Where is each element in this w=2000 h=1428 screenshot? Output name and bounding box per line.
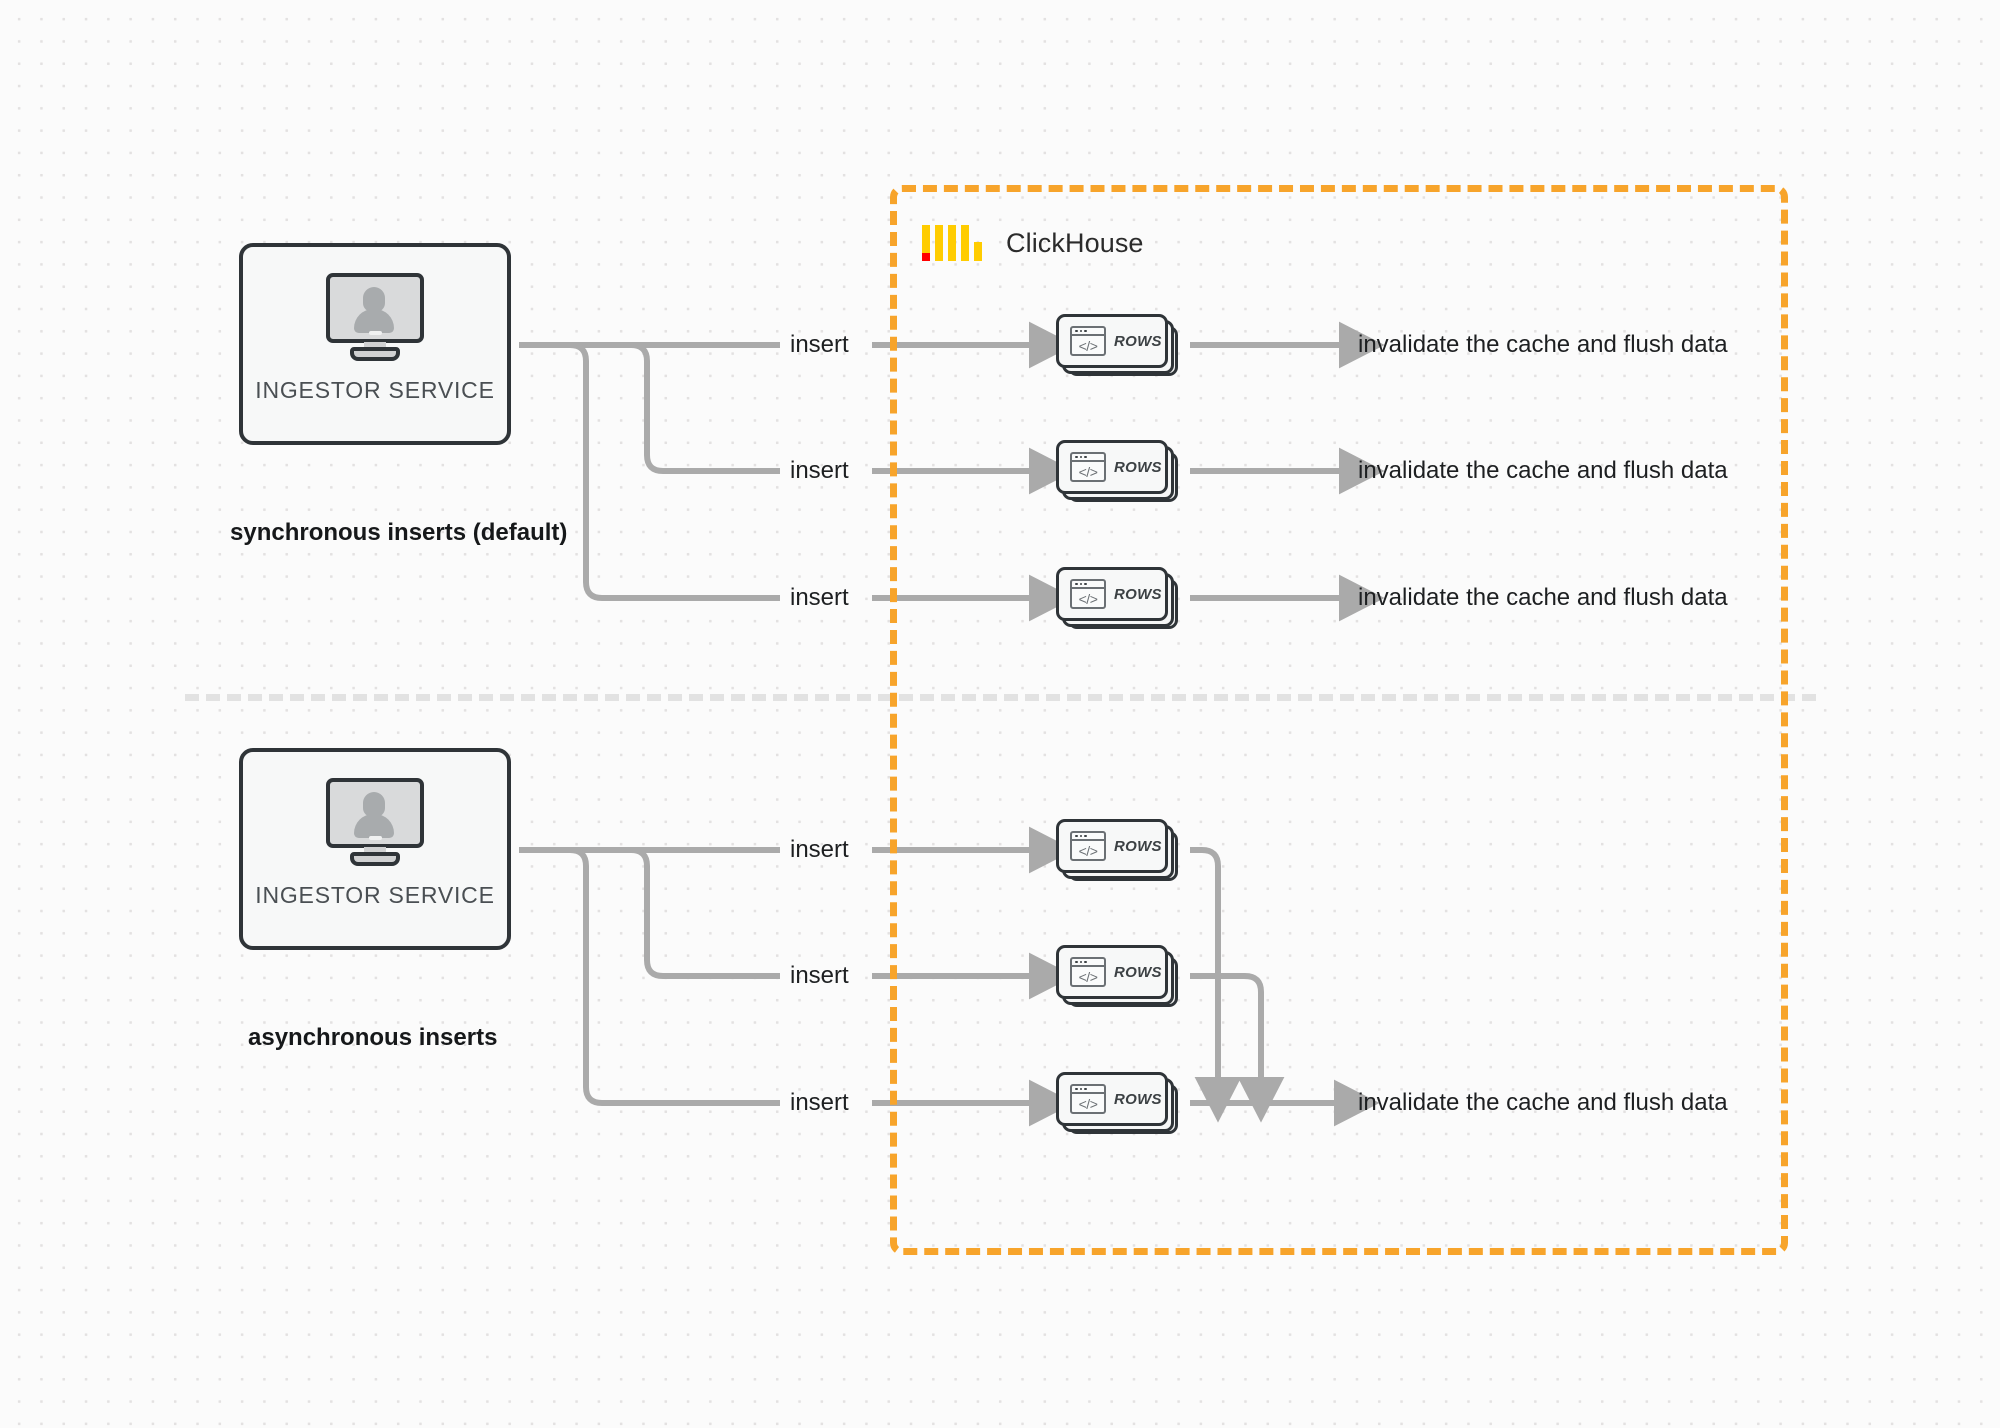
result-label-sync-1: invalidate the cache and flush data xyxy=(1358,331,1728,358)
result-label-async: invalidate the cache and flush data xyxy=(1358,1089,1728,1116)
rows-card-label: ROWS xyxy=(1114,1090,1162,1108)
result-label-sync-2: invalidate the cache and flush data xyxy=(1358,457,1728,484)
rows-card-label: ROWS xyxy=(1114,585,1162,603)
insert-label-async-2: insert xyxy=(790,962,849,989)
insert-label-sync-2: insert xyxy=(790,457,849,484)
clickhouse-logo-icon xyxy=(922,225,984,261)
rows-card-sync-3[interactable]: </> ROWS xyxy=(1056,567,1180,629)
clickhouse-label: ClickHouse xyxy=(1006,227,1144,258)
insert-label-async-3: insert xyxy=(790,1089,849,1116)
clickhouse-boundary xyxy=(890,185,1788,1255)
monitor-user-icon xyxy=(326,778,424,866)
caption-asynchronous: asynchronous inserts xyxy=(248,1024,498,1051)
code-window-icon: </> xyxy=(1070,579,1106,609)
caption-synchronous: synchronous inserts (default) xyxy=(230,519,568,546)
insert-label-async-1: insert xyxy=(790,836,849,863)
section-divider xyxy=(185,694,1816,701)
rows-card-label: ROWS xyxy=(1114,458,1162,476)
code-window-icon: </> xyxy=(1070,452,1106,482)
rows-card-label: ROWS xyxy=(1114,963,1162,981)
rows-card-sync-2[interactable]: </> ROWS xyxy=(1056,440,1180,502)
rows-card-async-2[interactable]: </> ROWS xyxy=(1056,945,1180,1007)
result-label-sync-3: invalidate the cache and flush data xyxy=(1358,584,1728,611)
code-window-icon: </> xyxy=(1070,326,1106,356)
ingestor-service-label-async: INGESTOR SERVICE xyxy=(255,882,495,908)
rows-card-async-3[interactable]: </> ROWS xyxy=(1056,1072,1180,1134)
rows-card-label: ROWS xyxy=(1114,332,1162,350)
code-window-icon: </> xyxy=(1070,1084,1106,1114)
insert-label-sync-1: insert xyxy=(790,331,849,358)
monitor-user-icon xyxy=(326,273,424,361)
ingestor-service-sync[interactable]: INGESTOR SERVICE xyxy=(239,243,511,445)
insert-label-sync-3: insert xyxy=(790,584,849,611)
ingestor-service-label-sync: INGESTOR SERVICE xyxy=(255,377,495,403)
rows-card-label: ROWS xyxy=(1114,837,1162,855)
clickhouse-logo: ClickHouse xyxy=(922,225,1144,261)
ingestor-service-async[interactable]: INGESTOR SERVICE xyxy=(239,748,511,950)
code-window-icon: </> xyxy=(1070,831,1106,861)
code-window-icon: </> xyxy=(1070,957,1106,987)
rows-card-async-1[interactable]: </> ROWS xyxy=(1056,819,1180,881)
rows-card-sync-1[interactable]: </> ROWS xyxy=(1056,314,1180,376)
